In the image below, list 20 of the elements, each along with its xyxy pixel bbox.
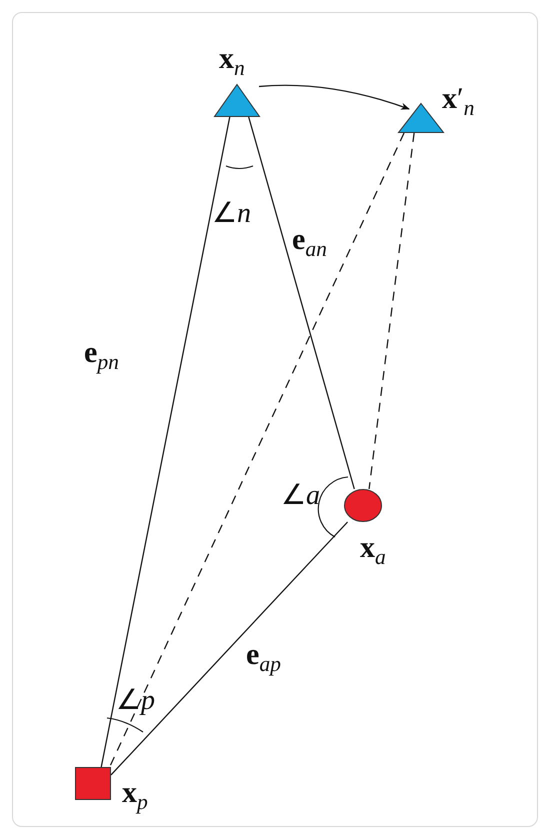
angle-label: ∠p [116,687,155,715]
point-label: x$_{n}$ [219,44,245,80]
point-label: x$_{p}$ [122,778,148,814]
point-label: x$_{a}$ [360,533,386,569]
edge-label: e$_{ap}$ [246,640,281,676]
square-marker [75,767,111,800]
point-label: x′$_{n}$ [442,84,474,120]
dashed-line [368,132,415,490]
edge-label: e$_{an}$ [292,225,327,261]
circle-marker [344,489,382,522]
edge-label: e$_{pn}$ [84,338,119,374]
angle-label: ∠n [212,200,251,228]
line [100,116,230,768]
dashed-line [109,132,405,768]
angle-label: ∠a [281,482,320,510]
triangle-marker [214,84,260,117]
line [110,522,348,776]
line [248,116,355,490]
triangle-marker [398,103,444,133]
curved-arrow [258,84,410,110]
